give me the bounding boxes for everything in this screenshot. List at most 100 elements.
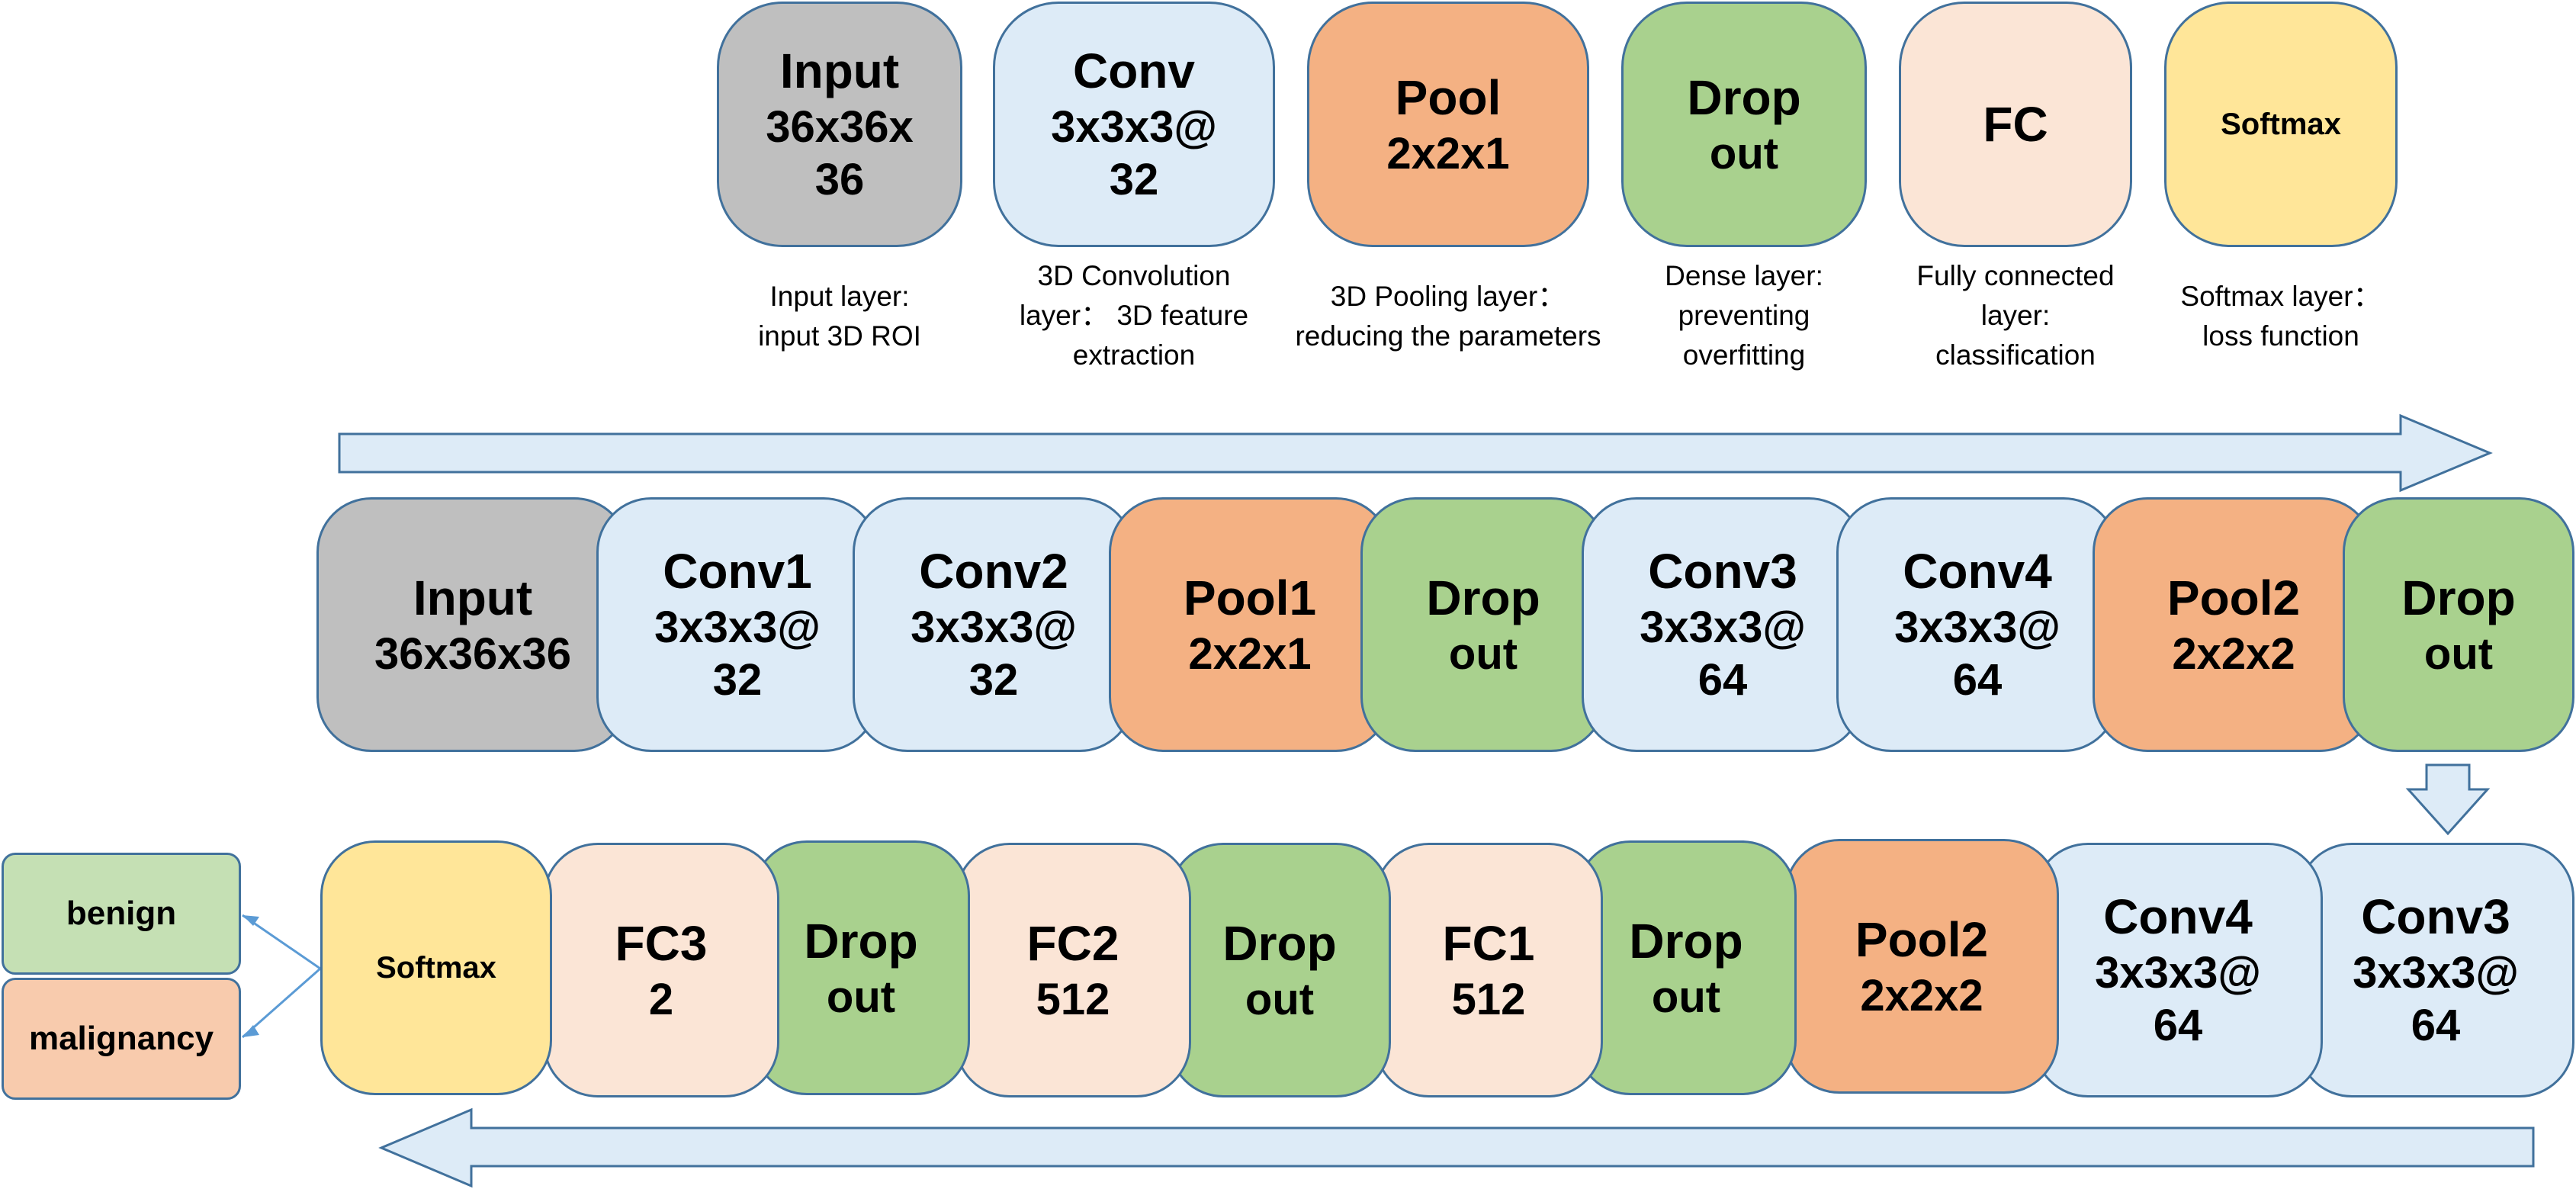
legend-conv-desc-line3: extraction [1072, 339, 1196, 371]
row2-fc2-name: FC2 [1026, 915, 1119, 971]
row1-pool2-block: Pool2 2x2x2 [2093, 497, 2375, 752]
row2-pool2-size: 2x2x2 [1860, 970, 1983, 1020]
row2-dropout1-block: Drop out [752, 840, 970, 1095]
legend-fc-desc-line3: classification [1935, 339, 2096, 371]
row2-pool2-name: Pool2 [1855, 911, 1989, 967]
row2-dropout3-line2: out [1651, 972, 1721, 1022]
row2-dropout2-line1: Drop [1222, 915, 1337, 971]
row2-conv3-filters: 64 [2411, 1001, 2461, 1051]
legend-input-size: 36x36x [766, 101, 914, 152]
row1-conv4-kernel: 3x3x3@ [1894, 602, 2060, 652]
malignancy-arrowhead [243, 1025, 259, 1037]
row1-conv1-name: Conv1 [663, 544, 812, 599]
row1-conv3-name: Conv3 [1648, 544, 1797, 599]
row1-pool1-block: Pool1 2x2x1 [1109, 497, 1391, 752]
legend-conv-kernel: 3x3x3@ [1051, 101, 1217, 152]
legend-pool-desc-line1: 3D Pooling layer： [1330, 281, 1566, 312]
legend-input-desc-line1: Input layer: [769, 281, 910, 312]
legend-conv-block: Conv 3x3x3@ 32 [993, 2, 1275, 247]
legend-dropout-desc: Dense layer: preventing overfitting [1622, 256, 1866, 375]
legend-dropout-block: Drop out [1621, 2, 1867, 247]
legend-pool-desc-line2: reducing the parameters [1295, 320, 1601, 352]
legend-dropout-line1: Drop [1687, 69, 1801, 125]
legend-input-desc: Input layer: input 3D ROI [725, 277, 954, 356]
row2-dropout1-line1: Drop [804, 913, 918, 969]
row2-softmax-name: Softmax [376, 951, 496, 985]
row1-input-block: Input 36x36x36 [316, 497, 629, 752]
row2-conv3-name: Conv3 [2361, 889, 2510, 944]
row1-conv4-block: Conv4 3x3x3@ 64 [1836, 497, 2118, 752]
legend-dropout-desc-line3: overfitting [1682, 339, 1806, 371]
row2-dropout2-line2: out [1245, 974, 1315, 1024]
benign-arrowhead [243, 915, 259, 926]
row2-fc1-name: FC1 [1442, 915, 1535, 971]
row1-dropout1-line1: Drop [1426, 570, 1540, 625]
row1-pool1-name: Pool1 [1183, 570, 1317, 625]
benign-connector [242, 914, 321, 970]
legend-conv-desc-line2: layer： 3D feature [1019, 300, 1249, 331]
legend-softmax-block: Softmax [2164, 2, 2398, 247]
row1-conv3-block: Conv3 3x3x3@ 64 [1582, 497, 1864, 752]
row2-dropout2-block: Drop out [1168, 843, 1391, 1097]
row1-conv1-block: Conv1 3x3x3@ 32 [596, 497, 878, 752]
row2-conv4-kernel: 3x3x3@ [2095, 947, 2261, 998]
row1-dropout2-line2: out [2423, 628, 2494, 679]
legend-conv-desc: 3D Convolution layer： 3D feature extract… [997, 256, 1271, 375]
row1-dropout2-block: Drop out [2343, 497, 2574, 752]
legend-softmax-desc-line1: Softmax layer： [2180, 281, 2382, 312]
legend-input-depth: 36 [814, 155, 865, 205]
backward-arrow [378, 1107, 2535, 1188]
row1-conv2-block: Conv2 3x3x3@ 32 [853, 497, 1135, 752]
legend-input-block: Input 36x36x 36 [717, 2, 962, 247]
malignancy-label: malignancy [28, 1020, 214, 1057]
row1-pool1-size: 2x2x1 [1188, 628, 1312, 679]
legend-dropout-line2: out [1709, 128, 1779, 178]
legend-softmax-name: Softmax [2221, 108, 2341, 141]
row2-conv3-kernel: 3x3x3@ [2353, 947, 2519, 998]
row1-pool2-size: 2x2x2 [2172, 628, 2295, 679]
legend-fc-desc-line1: Fully connected [1916, 260, 2115, 291]
row1-dropout2-line1: Drop [2401, 570, 2516, 625]
row1-conv3-kernel: 3x3x3@ [1640, 602, 1806, 652]
legend-conv-desc-line1: 3D Convolution [1037, 260, 1231, 291]
row2-pool2-block: Pool2 2x2x2 [1784, 839, 2059, 1094]
legend-fc-block: FC [1899, 2, 2132, 247]
legend-conv-name: Conv [1073, 43, 1195, 98]
legend-pool-name: Pool [1395, 69, 1502, 125]
row2-fc3-units: 2 [648, 974, 674, 1024]
legend-input-desc-line2: input 3D ROI [758, 320, 921, 352]
row1-conv4-filters: 64 [1952, 655, 2003, 705]
row1-input-size: 36x36x36 [374, 628, 572, 679]
legend-fc-desc-line2: layer: [1980, 300, 2051, 331]
row2-fc1-units: 512 [1451, 974, 1526, 1024]
row1-conv3-filters: 64 [1698, 655, 1748, 705]
row1-conv1-kernel: 3x3x3@ [654, 602, 821, 652]
legend-input-name: Input [779, 43, 900, 98]
forward-arrow [338, 413, 2493, 493]
row2-softmax-block: Softmax [320, 840, 552, 1095]
row2-fc2-units: 512 [1036, 974, 1110, 1024]
row2-dropout3-block: Drop out [1575, 840, 1797, 1095]
legend-pool-block: Pool 2x2x1 [1307, 2, 1589, 247]
malignancy-connector [242, 967, 321, 1039]
down-arrow [2405, 763, 2491, 836]
legend-conv-filters: 32 [1109, 155, 1159, 205]
malignancy-output-box: malignancy [2, 978, 241, 1100]
row2-fc3-block: FC3 2 [543, 843, 779, 1097]
legend-softmax-desc-line2: loss function [2202, 320, 2359, 352]
row2-conv4-name: Conv4 [2103, 889, 2253, 944]
row1-dropout1-block: Drop out [1360, 497, 1606, 752]
row1-conv2-name: Conv2 [919, 544, 1068, 599]
row1-dropout1-line2: out [1448, 628, 1518, 679]
legend-pool-size: 2x2x1 [1386, 128, 1510, 178]
row1-conv2-kernel: 3x3x3@ [911, 602, 1077, 652]
legend-dropout-desc-line2: preventing [1678, 300, 1810, 331]
row2-conv3-block: Conv3 3x3x3@ 64 [2297, 843, 2574, 1097]
benign-output-box: benign [2, 853, 241, 975]
row2-conv4-filters: 64 [2153, 1001, 2203, 1051]
row1-pool2-name: Pool2 [2166, 570, 2301, 625]
row2-dropout1-line2: out [826, 972, 896, 1022]
legend-pool-desc: 3D Pooling layer： reducing the parameter… [1277, 277, 1620, 356]
